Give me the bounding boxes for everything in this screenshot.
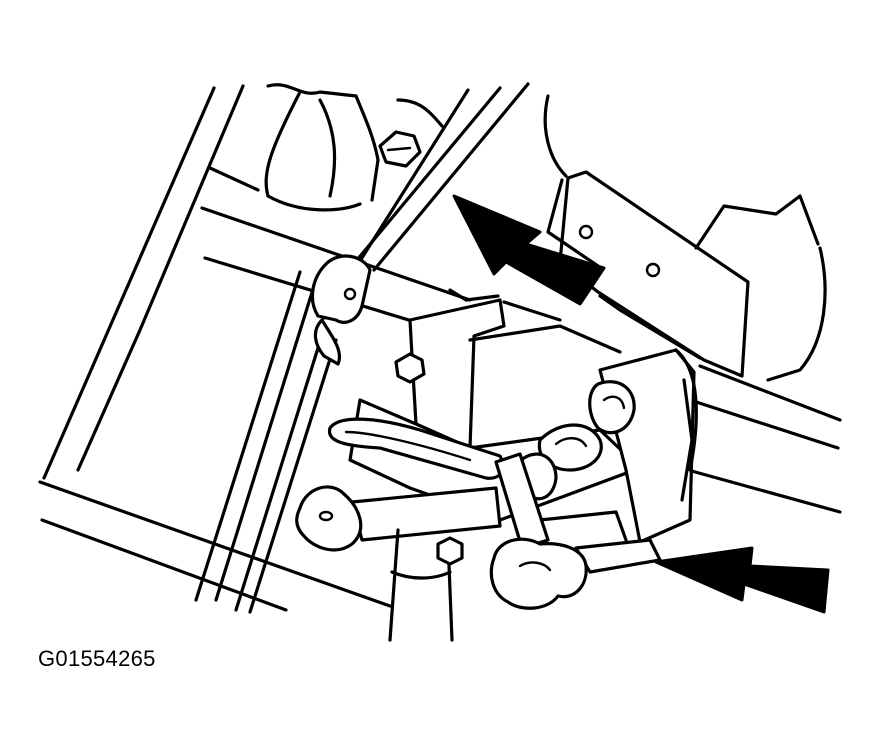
fixture-bolt — [394, 352, 426, 384]
t-handle-left — [295, 485, 502, 552]
indicator-arrow-upper — [452, 194, 606, 306]
indicator-arrow-lower — [654, 546, 830, 614]
clevis-fitting — [310, 254, 372, 366]
figure-id-label: G01554265 — [38, 646, 156, 671]
support-post — [388, 528, 464, 642]
right-housing — [543, 94, 842, 514]
t-handle-right — [489, 452, 588, 610]
hex-bolt-top — [378, 130, 422, 168]
upper-casting — [208, 83, 444, 212]
